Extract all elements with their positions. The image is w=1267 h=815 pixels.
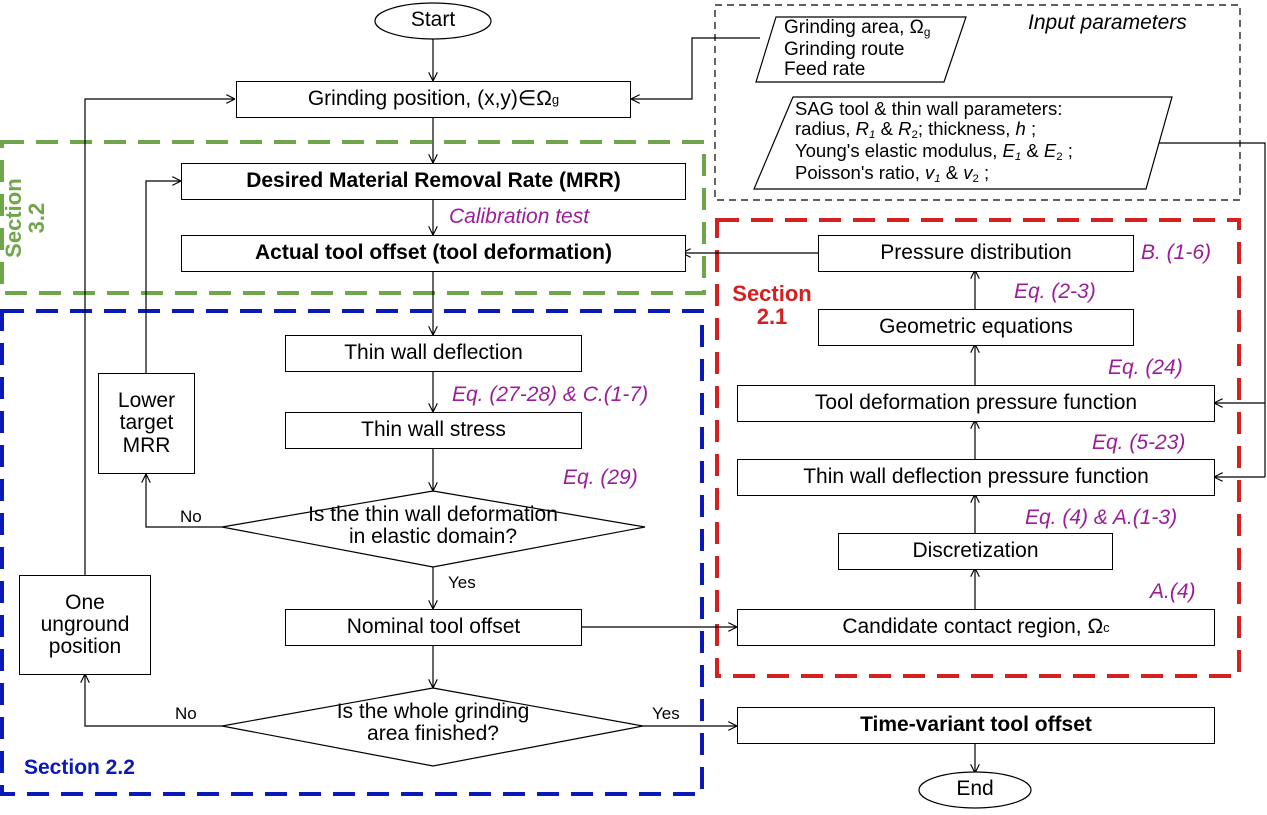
thin-wall-deflection-box: Thin wall deflection xyxy=(285,335,582,372)
eq-2-3-label: Eq. (2-3) xyxy=(1014,280,1096,303)
connector-input-to-position xyxy=(631,37,760,99)
tool-deformation-pressure-function-box: Tool deformation pressure function xyxy=(737,385,1215,422)
connector-unground-to-position xyxy=(84,99,235,575)
decision-finished-text: Is the whole grinding area finished? xyxy=(336,700,530,746)
yes-label-elastic: Yes xyxy=(448,573,476,592)
no-label-elastic: No xyxy=(180,507,202,526)
grinding-area-line: Grinding area, Ωg xyxy=(784,17,931,39)
discretization-box: Discretization xyxy=(838,533,1113,570)
eq-4-a-1-3-label: Eq. (4) & A.(1-3) xyxy=(1025,506,1178,529)
geometric-equations-box: Geometric equations xyxy=(818,309,1134,346)
nominal-tool-offset-box: Nominal tool offset xyxy=(285,609,582,646)
decision-elastic-shape xyxy=(221,490,646,568)
radius-thickness-line: radius, R1 & R2; thickness, h ; xyxy=(795,117,1037,141)
start-terminal-shape xyxy=(374,2,492,40)
section-2-1-label: Section 2.1 xyxy=(732,281,812,330)
eq-a-4-label: A.(4) xyxy=(1150,580,1196,603)
section-3-2-label: Section 3.2 xyxy=(0,178,49,258)
section-3-2-frame xyxy=(0,140,706,295)
input-tool-block: SAG tool & thin wall parameters: radius,… xyxy=(795,99,1073,186)
thin-wall-stress-box: Thin wall stress xyxy=(285,412,582,449)
connector-no-to-unground xyxy=(85,674,222,727)
input-path-parallelogram xyxy=(755,16,967,83)
eq-5-23-label: Eq. (5-23) xyxy=(1092,431,1186,454)
section-2-2-frame xyxy=(0,309,704,796)
end-terminal-shape xyxy=(918,771,1032,809)
connector-no-to-lower-mrr xyxy=(146,474,222,528)
youngs-modulus-line: Young's elastic modulus, E1 & E2 ; xyxy=(795,140,1073,164)
input-tool-parallelogram xyxy=(753,96,1173,190)
thin-wall-deflection-pressure-function-box: Thin wall deflection pressure function xyxy=(737,459,1215,496)
actual-tool-offset-box: Actual tool offset (tool deformation) xyxy=(181,235,686,272)
no-label-finished: No xyxy=(175,704,197,723)
decision-finished-shape xyxy=(221,687,644,767)
eq-27-28-label: Eq. (27-28) & C.(1-7) xyxy=(452,383,649,406)
calibration-test-label: Calibration test xyxy=(449,205,590,228)
yes-label-finished: Yes xyxy=(652,704,680,723)
end-terminal: End xyxy=(956,777,994,800)
eq-29-label: Eq. (29) xyxy=(563,466,638,489)
feed-rate-line: Feed rate xyxy=(784,59,866,81)
poisson-ratio-line: Poisson's ratio, v1 & v2 ; xyxy=(795,162,990,186)
input-path-block: Grinding area, Ωg Grinding route Feed ra… xyxy=(784,17,931,81)
decision-elastic-text: Is the thin wall deformation in elastic … xyxy=(308,503,558,549)
one-unground-position-box: One unground position xyxy=(19,575,151,675)
connector-tool-params-to-functions xyxy=(1112,142,1266,477)
lower-target-mrr-box: Lower target MRR xyxy=(98,373,195,474)
section-2-2-label: Section 2.2 xyxy=(24,756,135,779)
tool-params-heading-line: SAG tool & thin wall parameters: xyxy=(795,98,1063,119)
connector-lower-mrr-to-desired xyxy=(145,181,181,373)
start-terminal: Start xyxy=(410,8,456,31)
grinding-route-line: Grinding route xyxy=(784,38,905,60)
desired-mrr-box: Desired Material Removal Rate (MRR) xyxy=(181,163,686,200)
section-2-1-frame xyxy=(715,218,1241,678)
eq-24-label: Eq. (24) xyxy=(1108,356,1183,379)
time-variant-tool-offset-box: Time-variant tool offset xyxy=(737,707,1215,744)
eq-b-1-6-label: B. (1-6) xyxy=(1141,241,1212,264)
pressure-distribution-box: Pressure distribution xyxy=(818,235,1134,272)
input-parameters-heading: Input parameters xyxy=(1028,11,1187,34)
